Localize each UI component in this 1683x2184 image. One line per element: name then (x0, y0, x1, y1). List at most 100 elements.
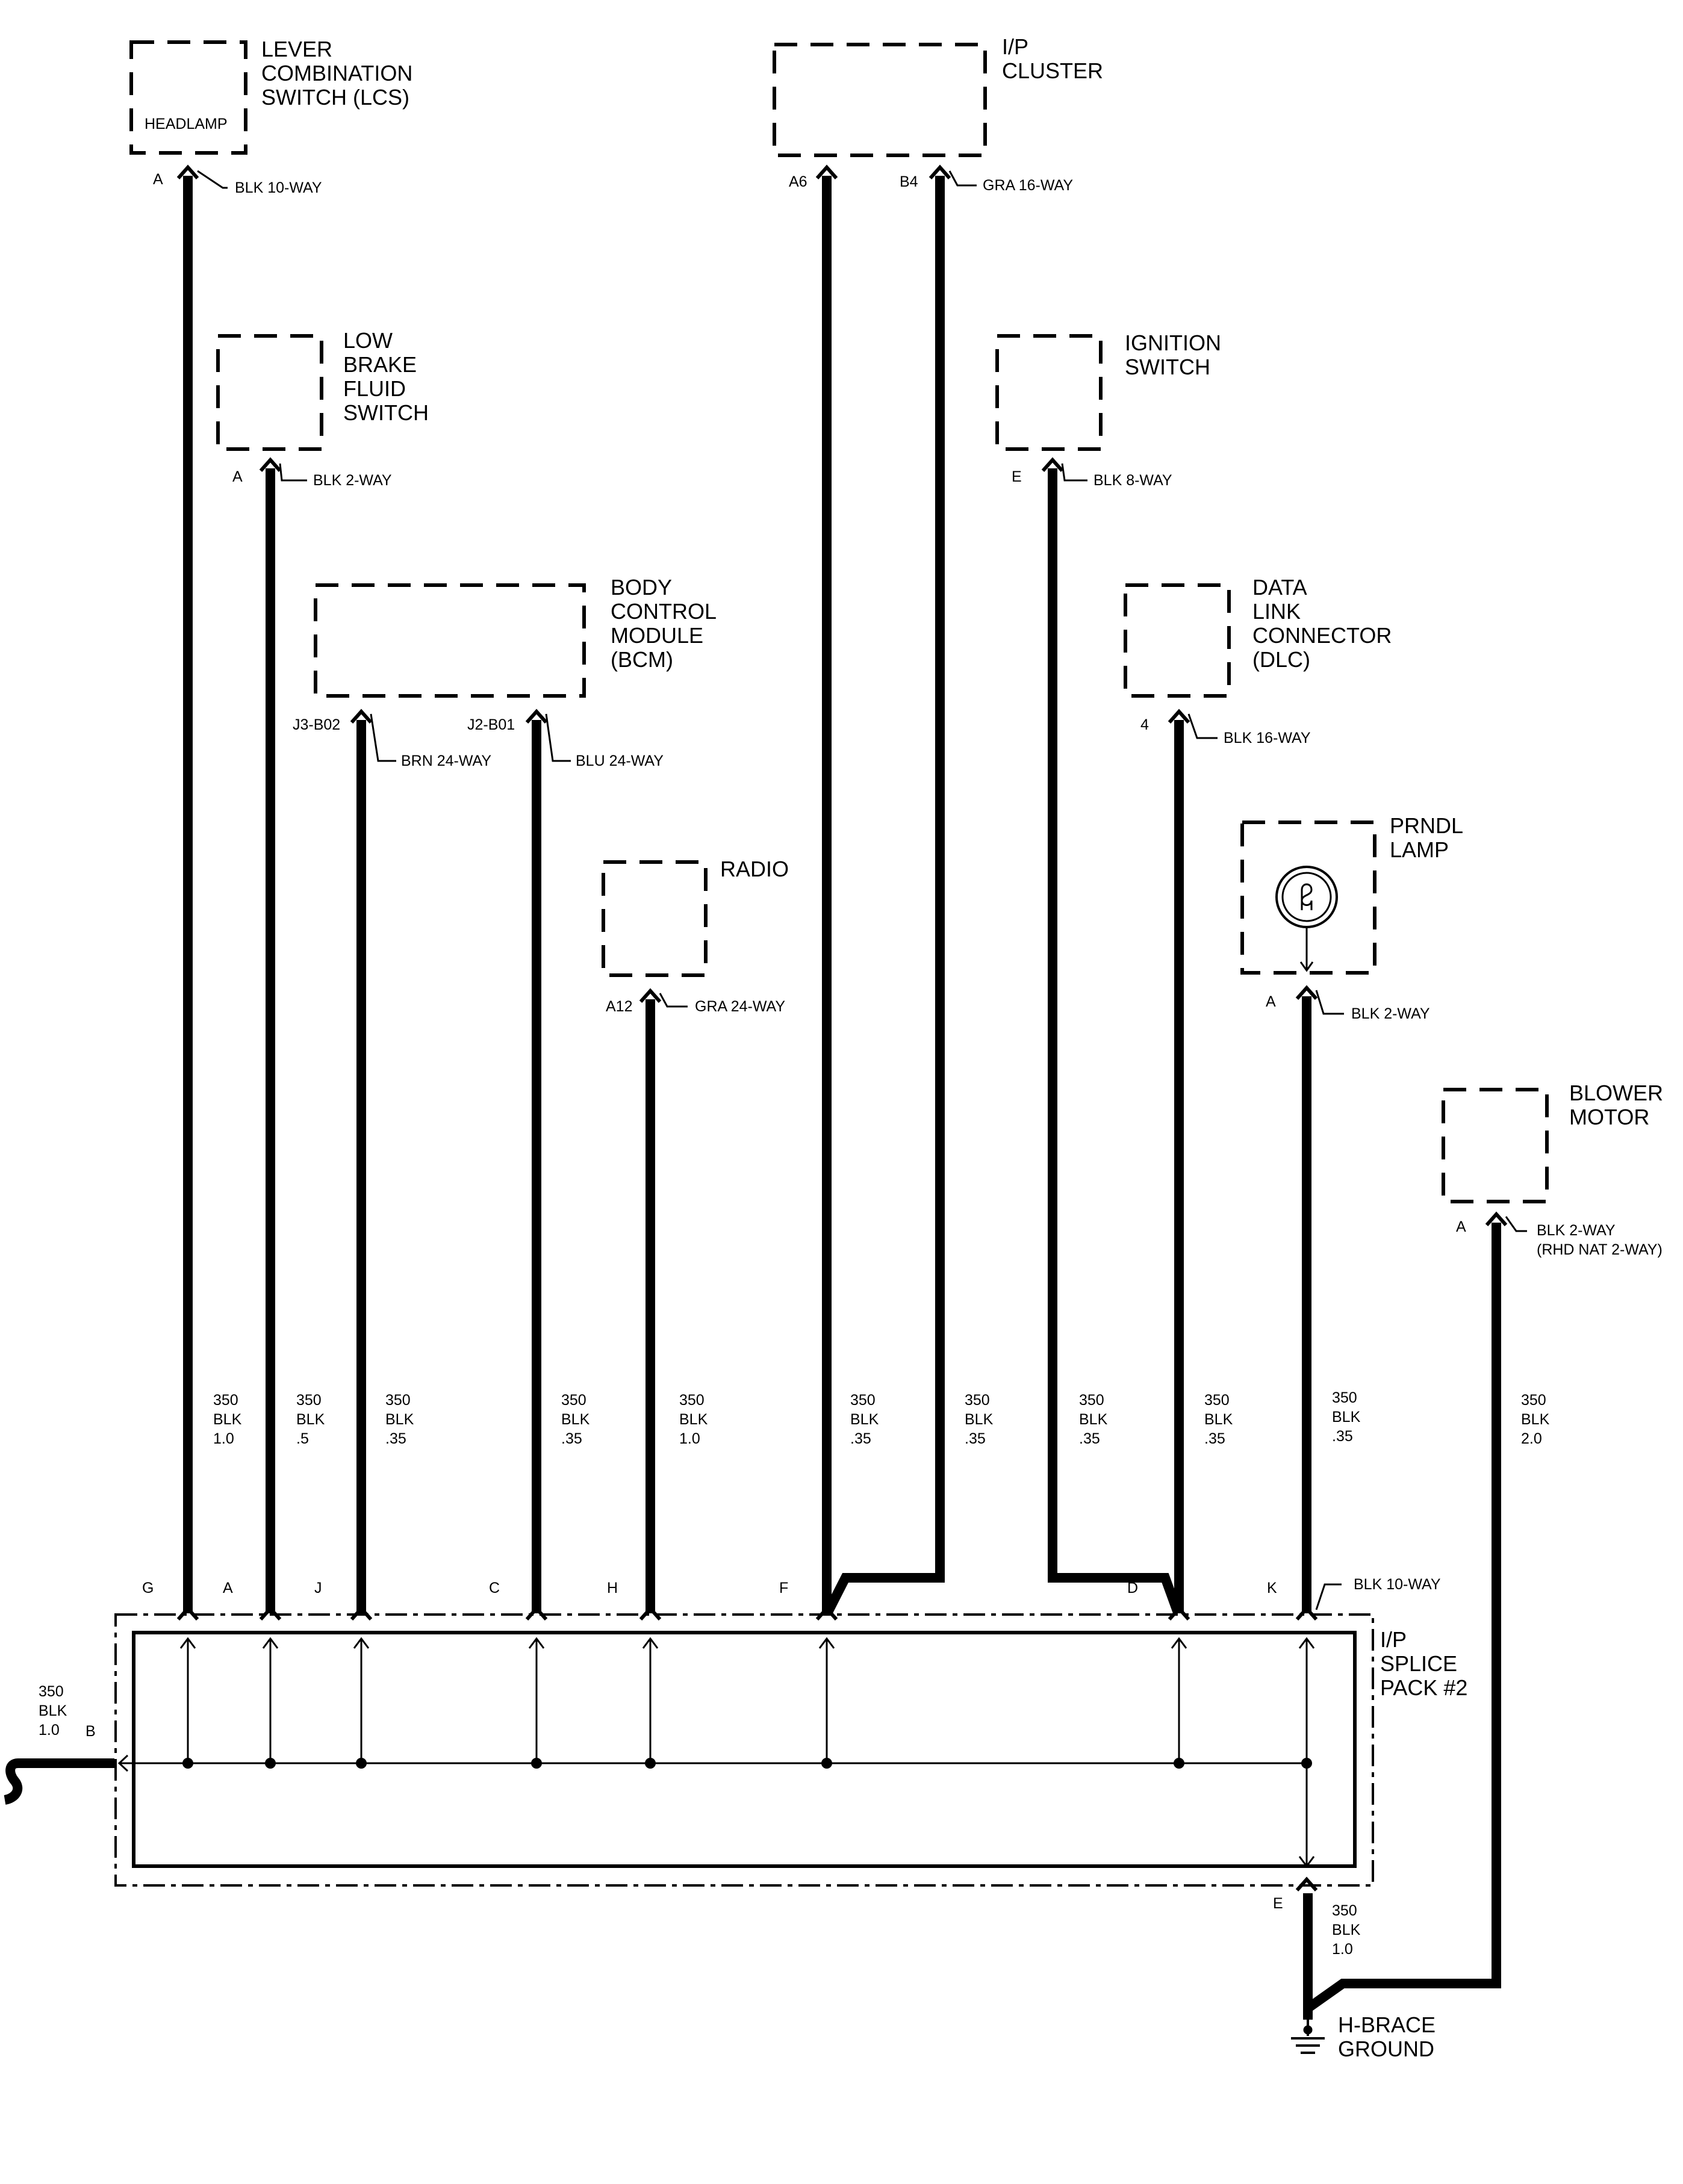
chevron-icon (259, 457, 282, 472)
connector-label: GRA 16-WAY (983, 177, 1073, 194)
pin-label: A (1266, 993, 1276, 1010)
lcs-name-3: SWITCH (LCS) (261, 85, 409, 110)
wire-spec: BLK (850, 1411, 879, 1428)
dlc-name-3: CONNECTOR (1252, 623, 1392, 648)
blower-name-2: MOTOR (1569, 1105, 1649, 1129)
wire-spec: .35 (1079, 1430, 1100, 1447)
pin-label: G (142, 1580, 154, 1596)
wire-spec: BLK (965, 1411, 994, 1428)
wire-spec: 350 (1521, 1392, 1546, 1409)
ground-name-1: H-BRACE (1338, 2012, 1436, 2037)
chevron-icon (815, 164, 838, 179)
lcs-box (129, 40, 247, 155)
pin-labels: A BLK 10-WAY A6 B4 GRA 16-WAY A BLK 2-WA… (153, 171, 1663, 1258)
component-labels: LEVER COMBINATION SWITCH (LCS) HEADLAMP … (145, 34, 1663, 2061)
wire-spec: 350 (965, 1392, 990, 1409)
wire-spec: 350 (1332, 1389, 1357, 1406)
chevron-icon (350, 709, 373, 724)
connector-label: BLK 2-WAY (313, 472, 392, 489)
dlc-box (1124, 583, 1231, 698)
cluster-name-1: I/P (1002, 34, 1028, 59)
prndl-name-1: PRNDL (1390, 813, 1463, 838)
wire-spec: .35 (561, 1430, 582, 1447)
dlc-name-4: (DLC) (1252, 647, 1310, 672)
pin-label: E (1273, 1895, 1283, 1912)
connector-note: (RHD NAT 2-WAY) (1537, 1241, 1663, 1258)
connector-label: BLK 10-WAY (1354, 1576, 1441, 1593)
wire-spec: BLK (385, 1411, 414, 1428)
dlc-name-2: LINK (1252, 599, 1301, 624)
wires (4, 176, 1501, 2020)
lcs-inner-label: HEADLAMP (145, 116, 228, 132)
connector-label: BLK 2-WAY (1537, 1222, 1616, 1239)
pin-label: A (223, 1580, 233, 1596)
wire-spec: 1.0 (39, 1722, 60, 1739)
splice-name-3: PACK #2 (1380, 1675, 1467, 1700)
pin-label: 4 (1140, 716, 1149, 733)
chevron-icon (525, 709, 548, 724)
wire-spec: BLK (1079, 1411, 1108, 1428)
splice-dots (182, 1758, 1312, 1769)
wire-blower (1305, 1223, 1501, 2012)
chevron-icon (1485, 1211, 1508, 1226)
low-brake-name-4: SWITCH (343, 400, 429, 425)
prndl-box (1240, 821, 1377, 975)
wire-spec: 350 (1204, 1392, 1230, 1409)
wire-spec: 350 (296, 1392, 322, 1409)
splice-name-2: SPLICE (1380, 1651, 1457, 1676)
bus-arrow-left (117, 1754, 129, 1772)
splice-pack (114, 1613, 1374, 1887)
pin-label: A (153, 171, 163, 188)
splice-drops (179, 1637, 1315, 1868)
wire-spec: .35 (965, 1430, 986, 1447)
cluster-box (773, 43, 987, 157)
wire-spec: BLK (213, 1411, 242, 1428)
blower-box (1442, 1088, 1549, 1203)
wire-spec: 350 (39, 1683, 64, 1700)
pin-label: B (86, 1723, 96, 1740)
pin-label: C (489, 1580, 500, 1596)
wire-spec: BLK (561, 1411, 590, 1428)
wire-spec: BLK (39, 1702, 67, 1719)
splice-pin-labels: G A J C H F D K BLK 10-WAY (142, 1576, 1441, 1596)
ground-name-2: GROUND (1338, 2037, 1434, 2061)
radio-box (602, 860, 708, 977)
chevron-icon (176, 164, 199, 179)
connector-label: BLK 16-WAY (1224, 730, 1311, 746)
bcm-name-2: CONTROL (611, 599, 717, 624)
pin-label: A (232, 468, 243, 485)
wire-spec: 2.0 (1521, 1430, 1542, 1447)
wire-spec: 350 (1079, 1392, 1104, 1409)
wire-spec: BLK (296, 1411, 325, 1428)
ground-icon (1291, 2020, 1325, 2054)
wire-spec: 350 (561, 1392, 586, 1409)
pin-label: H (607, 1580, 618, 1596)
cluster-name-2: CLUSTER (1002, 58, 1103, 83)
dlc-name-1: DATA (1252, 575, 1307, 600)
chevron-icon (1041, 457, 1064, 472)
wire-spec: BLK (1332, 1409, 1361, 1425)
wire-spec: 350 (213, 1392, 238, 1409)
pin-label: A6 (789, 173, 807, 190)
ignition-name-1: IGNITION (1125, 330, 1221, 355)
wire-spec: .5 (296, 1430, 309, 1447)
chevron-icon (1168, 709, 1190, 724)
wire-spec: 1.0 (679, 1430, 700, 1447)
wire-spec: BLK (679, 1411, 708, 1428)
lcs-name-2: COMBINATION (261, 61, 412, 85)
wire-spec: 350 (385, 1392, 411, 1409)
pin-label: K (1267, 1580, 1277, 1596)
ignition-box (995, 334, 1103, 451)
blower-name-1: BLOWER (1569, 1081, 1663, 1105)
low-brake-name-3: FLUID (343, 376, 406, 401)
connector-label: BLU 24-WAY (576, 752, 664, 769)
pin-label: A (1456, 1218, 1466, 1235)
bcm-name-1: BODY (611, 575, 672, 600)
connector-label: BRN 24-WAY (401, 752, 491, 769)
pin-label: E (1012, 468, 1022, 485)
bcm-name-4: (BCM) (611, 647, 673, 672)
pin-label: B4 (900, 173, 918, 190)
low-brake-name-2: BRAKE (343, 352, 417, 377)
wire-spec: .35 (850, 1430, 871, 1447)
